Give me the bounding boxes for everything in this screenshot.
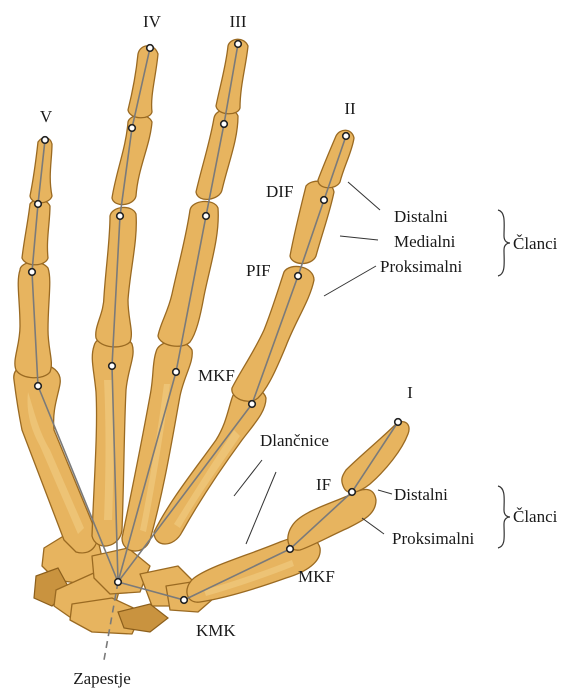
finger-label-ii: II — [344, 99, 356, 118]
joint-label-mkf: MKF — [198, 366, 235, 385]
thumb-proximal-label: Proksimalni — [392, 529, 474, 548]
phalanx-proximal-label: Proksimalni — [380, 257, 462, 276]
finger-label-i: I — [407, 383, 413, 402]
finger-label-v: V — [40, 107, 53, 126]
braces — [498, 210, 510, 548]
thumb-phalanges-group-label: Članci — [513, 507, 558, 526]
finger-v-bones — [14, 138, 97, 553]
joint-label-kmk: KMK — [196, 621, 236, 640]
joint-label-dif: DIF — [266, 182, 293, 201]
joint-label-if: IF — [316, 475, 331, 494]
metacarpals-label: Dlančnice — [260, 431, 329, 450]
finger-label-iv: IV — [143, 12, 162, 31]
joint-label-pif: PIF — [246, 261, 271, 280]
wrist-label: Zapestje — [73, 669, 131, 688]
thumb-distal-label: Distalni — [394, 485, 448, 504]
phalanx-distal-label: Distalni — [394, 207, 448, 226]
phalanges-group-label: Članci — [513, 234, 558, 253]
phalanx-medial-label: Medialni — [394, 232, 456, 251]
joint-label-mkf-thumb: MKF — [298, 567, 335, 586]
finger-label-iii: III — [230, 12, 247, 31]
